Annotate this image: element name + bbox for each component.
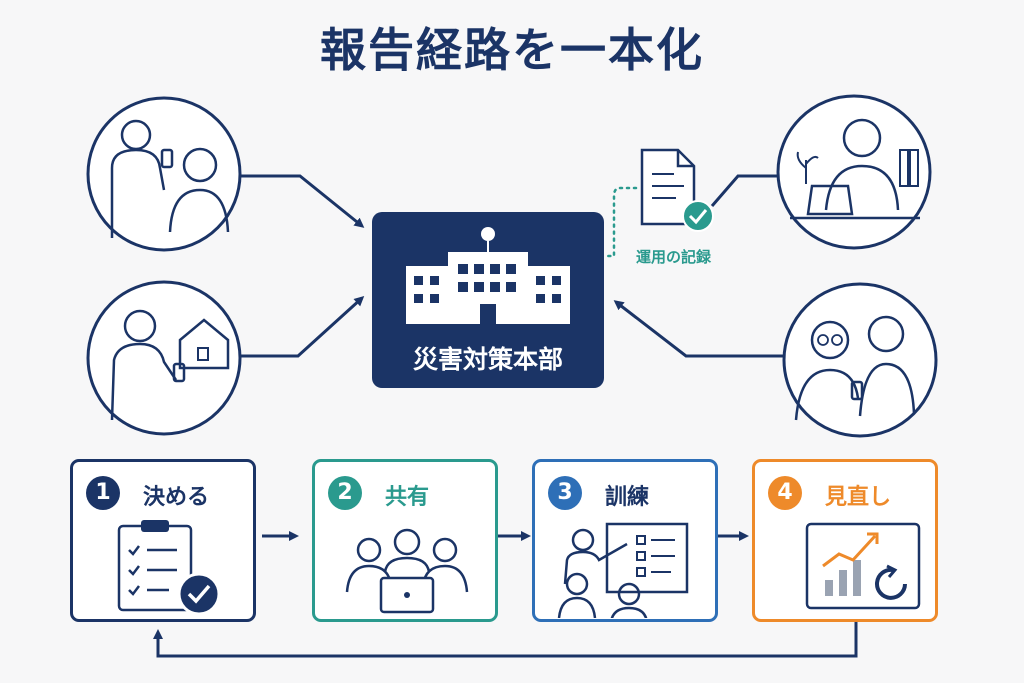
page-title: 報告経路を一本化 <box>320 23 704 77</box>
elderly-couple-phone-icon <box>782 282 938 438</box>
step-3-number: 3 <box>548 476 582 510</box>
record-label: 運用の記録 <box>636 248 712 266</box>
step-4-number: 4 <box>768 476 802 510</box>
document-check-icon <box>640 148 714 232</box>
training-board-icon <box>557 522 689 618</box>
step-2-card: 2 共有 <box>312 459 498 622</box>
checklist-clipboard-icon <box>117 520 221 616</box>
step-1-label: 決める <box>143 485 210 510</box>
review-chart-cycle-icon <box>805 522 921 610</box>
laptop-worker-icon <box>776 94 932 250</box>
step-1-card: 1 決める <box>70 459 256 622</box>
dotted-link-record-to-hq <box>604 186 638 258</box>
step-2-number: 2 <box>328 476 362 510</box>
step-3-card: 3 訓練 <box>532 459 718 622</box>
arrow-resident-to-hq <box>240 295 365 358</box>
feedback-loop-arrow <box>153 622 858 658</box>
hq-label: 災害対策本部 <box>412 345 563 374</box>
government-building-icon <box>406 227 570 324</box>
step-3-label: 訓練 <box>605 485 650 510</box>
arrow-couple-to-hq <box>613 300 784 358</box>
connector-worker-to-record <box>710 174 778 207</box>
hq-box: 災害対策本部 <box>372 212 604 388</box>
caregiver-phone-icon <box>86 96 242 252</box>
step-2-label: 共有 <box>385 485 430 510</box>
team-meeting-icon <box>345 528 469 614</box>
step-4-card: 4 見直し <box>752 459 938 622</box>
resident-house-phone-icon <box>86 280 242 436</box>
arrow-caregiver-to-hq <box>240 174 365 228</box>
step-4-label: 見直し <box>825 485 892 510</box>
step-1-number: 1 <box>86 476 120 510</box>
